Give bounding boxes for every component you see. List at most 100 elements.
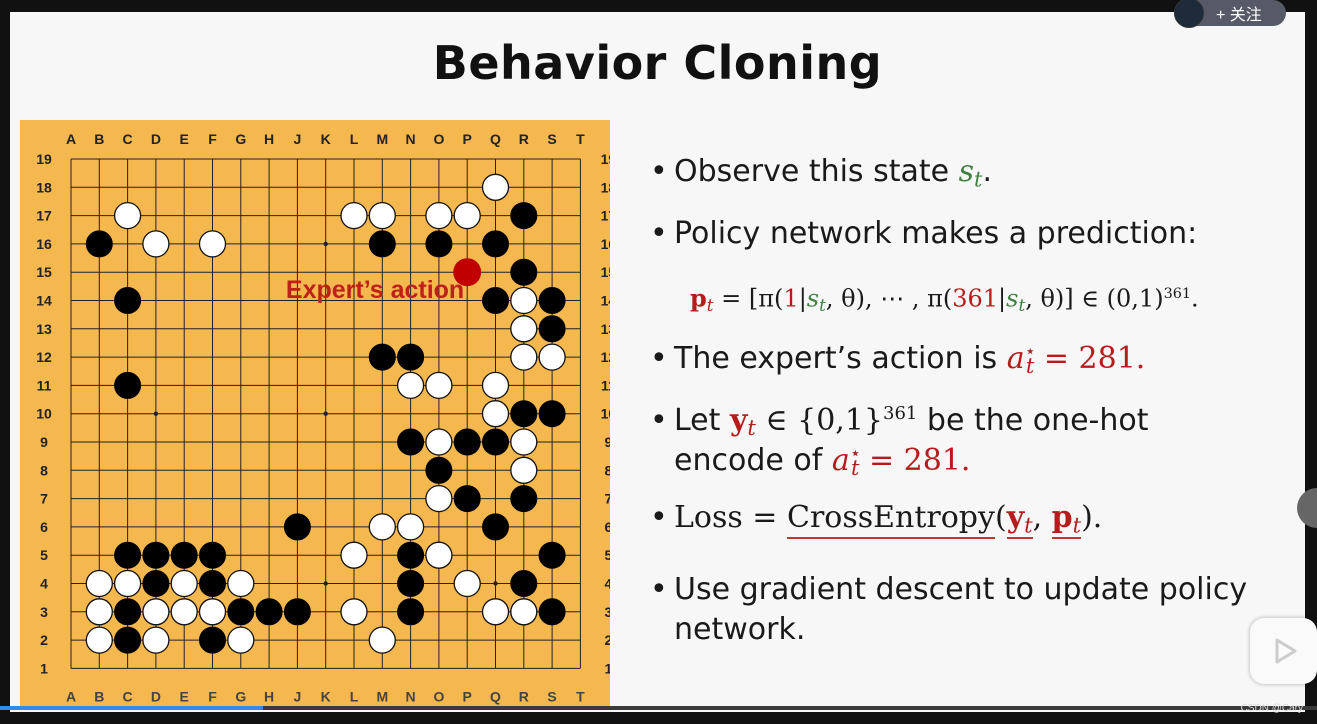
black-stone: [510, 258, 538, 286]
expert-action-label: Expert’s action: [286, 276, 464, 304]
avatar: [1174, 0, 1204, 28]
white-stone: [142, 598, 170, 626]
star-point: [323, 581, 328, 586]
column-label-top: S: [547, 131, 556, 147]
white-stone: [142, 230, 170, 258]
white-stone: [481, 371, 510, 400]
row-label-right: 8: [605, 462, 610, 478]
black-stone: [425, 456, 453, 484]
black-stone: [510, 570, 538, 597]
white-stone: [85, 626, 113, 654]
column-label-bottom: B: [94, 688, 104, 704]
video-progress-track[interactable]: [0, 706, 1317, 710]
column-label-top: E: [180, 131, 189, 147]
column-label-bottom: D: [151, 688, 161, 704]
column-label-top: A: [66, 131, 76, 147]
white-stone: [198, 598, 227, 626]
row-label-right: 2: [605, 632, 610, 648]
row-label-left: 12: [36, 349, 52, 365]
column-label-bottom: C: [123, 688, 133, 704]
white-stone: [396, 513, 425, 541]
black-stone: [114, 598, 142, 626]
white-stone: [85, 598, 113, 626]
column-label-top: G: [235, 131, 246, 147]
column-label-bottom: F: [208, 688, 217, 704]
column-label-top: M: [376, 131, 388, 147]
side-panel-toggle[interactable]: [1297, 488, 1317, 528]
white-stone: [227, 569, 255, 598]
row-label-right: 4: [605, 576, 610, 592]
white-stone: [510, 456, 538, 484]
column-label-top: D: [151, 131, 161, 147]
row-label-right: 15: [601, 264, 610, 280]
white-stone: [368, 201, 396, 230]
black-stone: [199, 570, 226, 597]
row-label-left: 14: [36, 293, 52, 309]
column-label-bottom: P: [463, 688, 472, 704]
row-label-left: 13: [36, 321, 52, 337]
black-stone: [142, 541, 170, 569]
white-stone: [340, 598, 368, 626]
black-stone: [538, 541, 566, 569]
black-stone: [397, 541, 425, 569]
bullet-one-hot: •Let yt ∈ {0,1}361 be the one-hot: [650, 402, 1149, 441]
white-stone: [538, 343, 566, 371]
black-stone: [227, 598, 255, 626]
white-stone: [453, 201, 481, 230]
row-label-left: 4: [40, 576, 48, 592]
row-label-right: 3: [605, 604, 610, 620]
black-stone: [510, 400, 538, 428]
bullet-one-hot-line2: encode of a⋆t = 281.: [674, 442, 971, 481]
column-label-bottom: T: [576, 688, 585, 704]
bullet-policy: •Policy network makes a prediction:: [650, 216, 1198, 251]
white-stone: [113, 201, 142, 230]
white-stone: [510, 343, 538, 371]
black-stone: [538, 287, 566, 314]
black-stone: [453, 428, 481, 456]
black-stone: [142, 570, 170, 597]
row-label-left: 16: [36, 236, 52, 252]
white-stone: [340, 201, 368, 230]
column-label-bottom: Q: [490, 688, 501, 704]
slide-title: Behavior Cloning: [432, 36, 883, 90]
star-point: [493, 581, 498, 586]
column-label-bottom: L: [350, 688, 359, 704]
column-label-bottom: S: [547, 688, 556, 704]
white-stone: [453, 569, 481, 598]
play-button[interactable]: [1250, 618, 1317, 684]
white-stone: [85, 569, 113, 598]
white-stone: [510, 598, 538, 626]
row-label-left: 11: [37, 377, 52, 393]
bullet-gradient-line2: network.: [674, 612, 806, 647]
row-label-left: 19: [36, 151, 52, 167]
black-stone: [397, 570, 425, 597]
follow-button[interactable]: + 关注: [1174, 0, 1286, 28]
row-label-right: 13: [601, 321, 610, 337]
row-label-right: 17: [601, 208, 610, 224]
row-label-right: 10: [601, 406, 610, 422]
white-stone: [227, 626, 255, 654]
black-stone: [397, 598, 425, 626]
row-label-right: 14: [601, 293, 610, 309]
row-label-left: 6: [40, 519, 48, 535]
white-stone: [481, 173, 510, 201]
black-stone: [510, 202, 538, 230]
star-point: [153, 411, 159, 416]
column-label-top: Q: [490, 131, 501, 147]
column-label-top: J: [294, 131, 302, 147]
watermark: CSDN @Cary.: [1240, 703, 1305, 714]
black-stone: [368, 230, 396, 258]
black-stone: [397, 428, 425, 456]
column-label-top: F: [208, 131, 217, 147]
column-label-bottom: J: [294, 688, 302, 704]
column-label-top: P: [463, 131, 472, 147]
column-label-top: B: [94, 131, 104, 147]
expert-move-marker: [453, 258, 482, 287]
white-stone: [425, 428, 453, 456]
column-label-bottom: O: [433, 688, 444, 704]
white-stone: [198, 230, 227, 258]
black-stone: [482, 287, 509, 314]
white-stone: [113, 569, 142, 598]
column-label-bottom: K: [321, 688, 331, 704]
